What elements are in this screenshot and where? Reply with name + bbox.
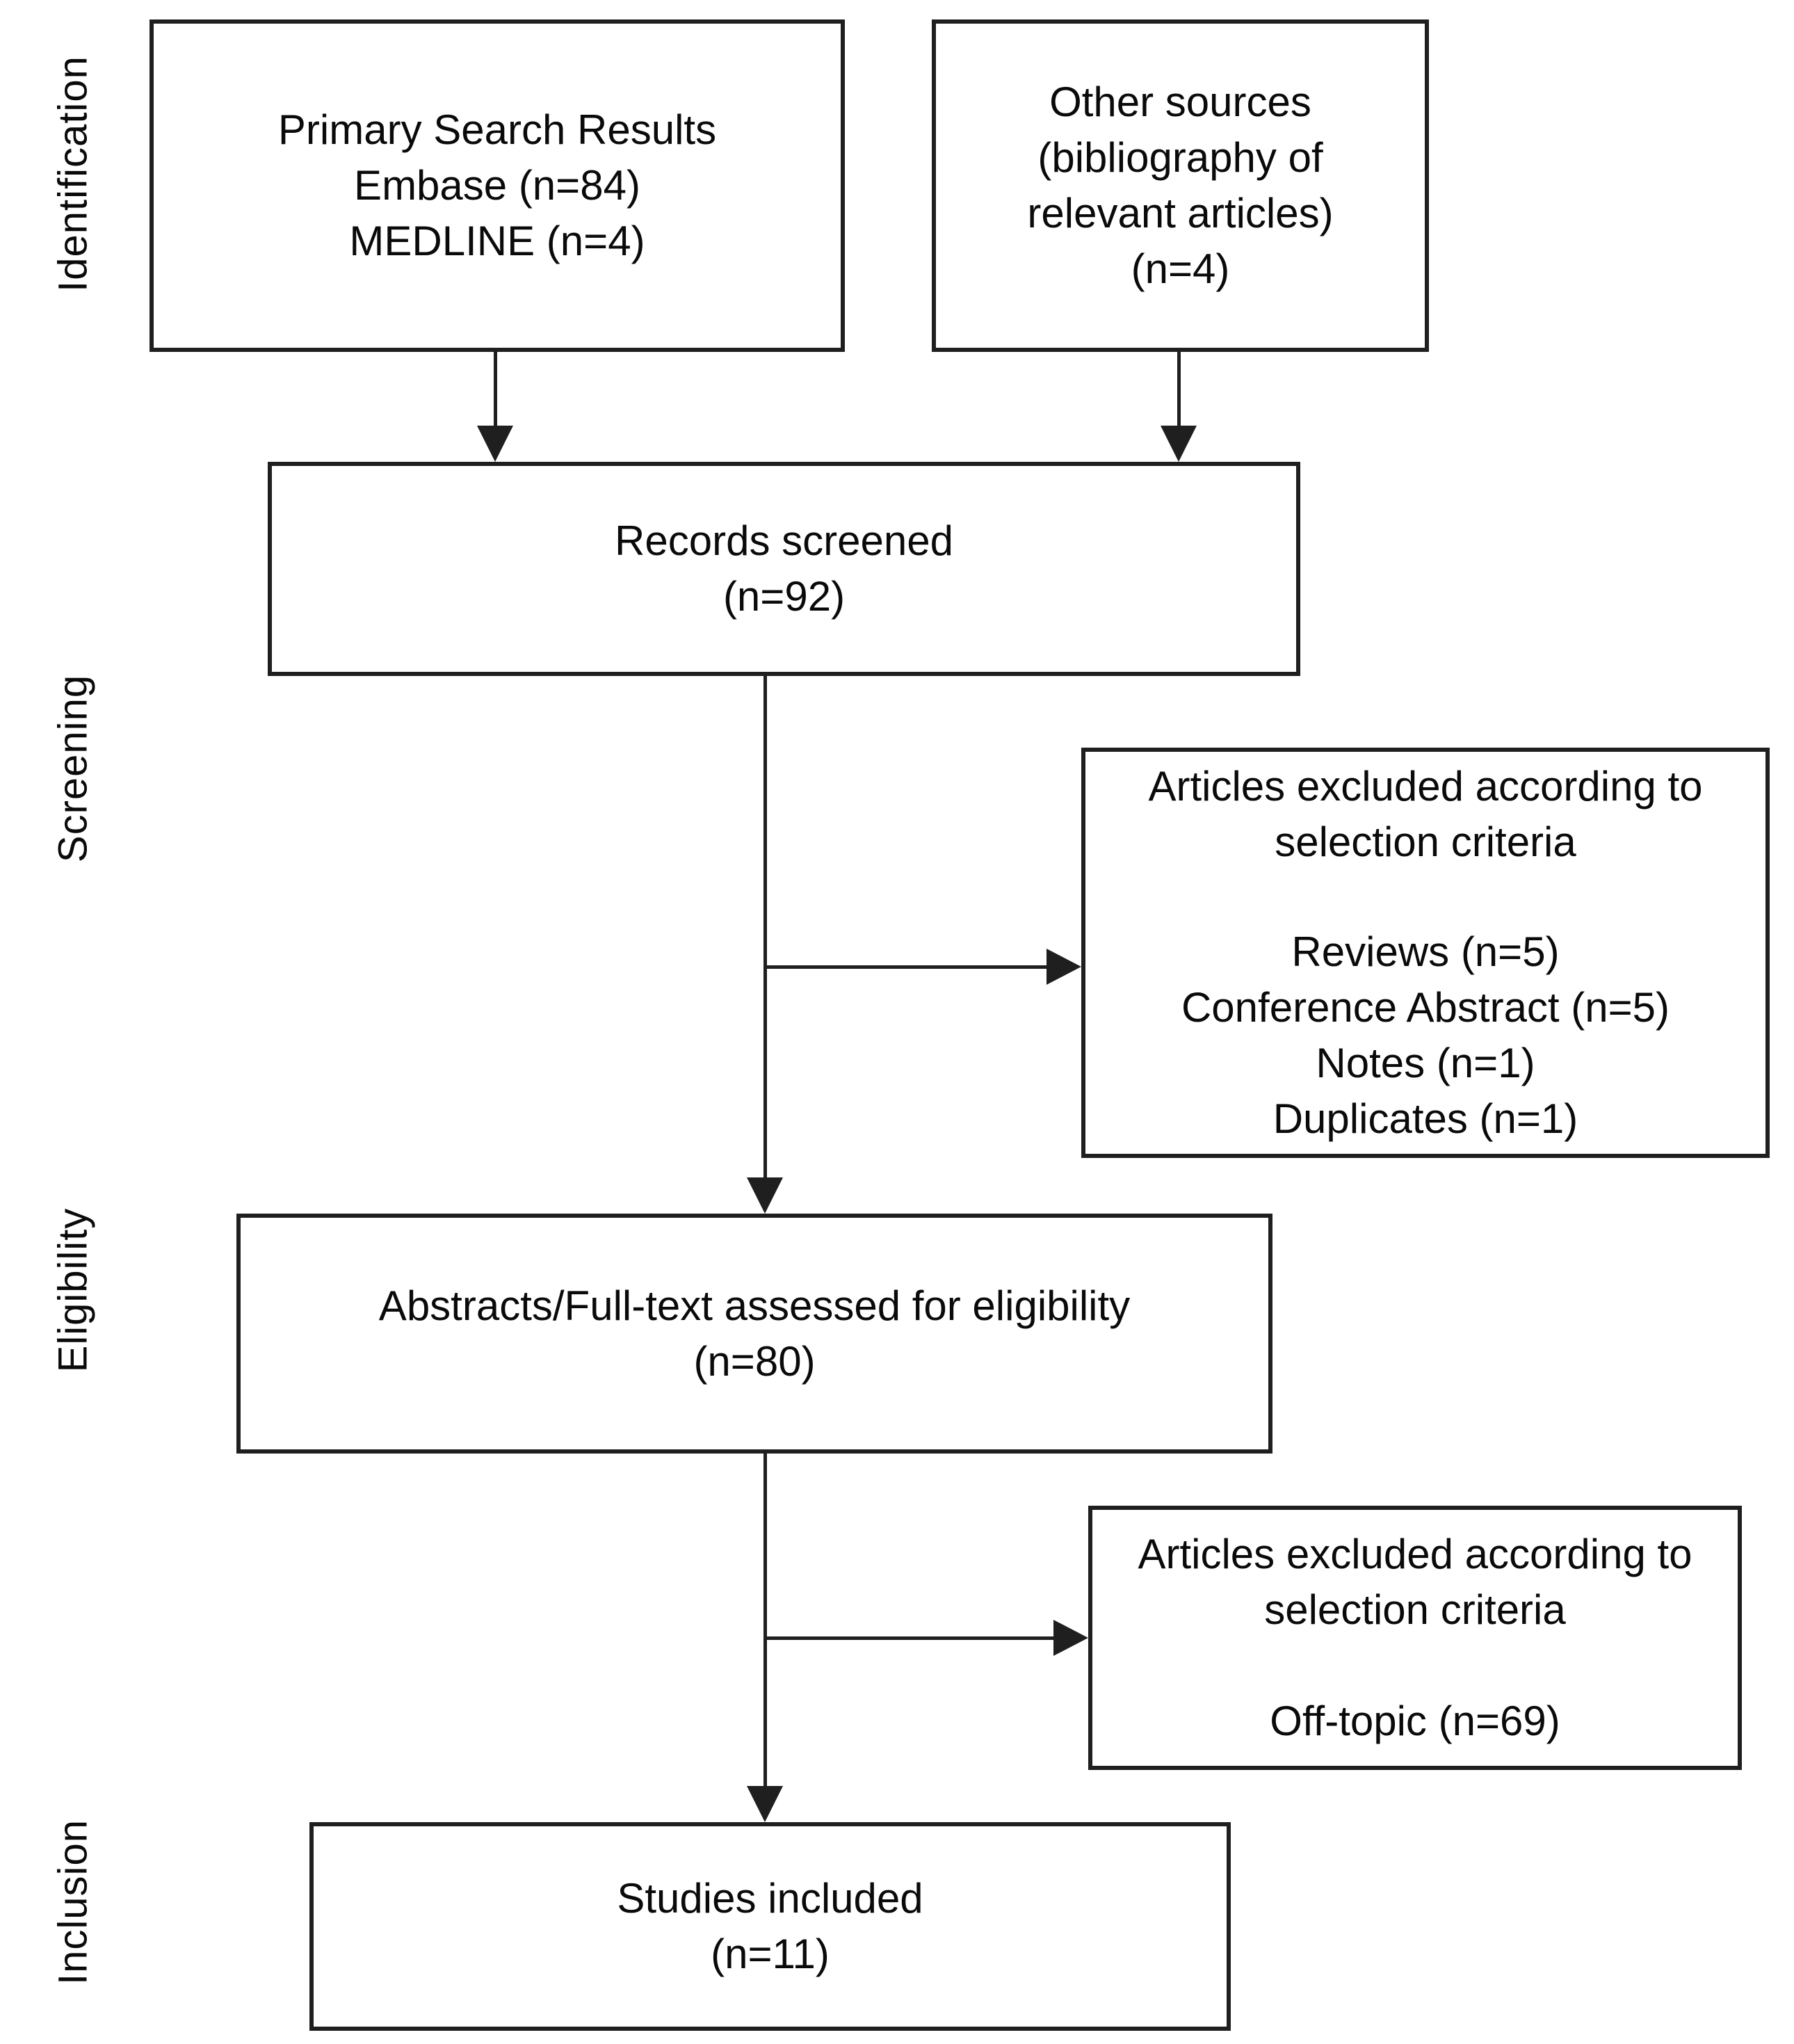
arrowhead-down-eligibility-to-included — [747, 1786, 783, 1822]
box-excluded-eligibility: Articles excluded according to selection… — [1088, 1506, 1742, 1770]
box-eligibility-assessment: Abstracts/Full-text assessed for eligibi… — [236, 1214, 1272, 1454]
box-text-line: selection criteria — [1275, 819, 1576, 865]
box-text-line: (bibliography of — [1037, 134, 1323, 181]
stage-label-identification: Identification — [50, 56, 96, 292]
arrowhead-down-records-to-eligibility — [747, 1177, 783, 1214]
stage-label-screening: Screening — [50, 674, 96, 863]
box-text-line: Records screened — [615, 517, 953, 564]
arrow-line-eligibility-to-included — [763, 1454, 767, 1787]
box-text-line: (n=4) — [1131, 246, 1230, 292]
box-studies-included: Studies included (n=11) — [309, 1822, 1231, 2031]
arrow-line-primary-to-records — [494, 352, 497, 427]
box-text-line: Duplicates (n=1) — [1272, 1095, 1578, 1142]
box-text-line: (n=11) — [711, 1931, 830, 1977]
stage-label-inclusion: Inclusion — [50, 1819, 96, 1985]
box-text-line: Articles excluded according to — [1138, 1531, 1692, 1577]
box-text-line: (n=92) — [722, 573, 846, 620]
box-text-line: MEDLINE (n=4) — [349, 218, 645, 264]
arrow-line-records-to-eligibility — [763, 676, 767, 1179]
box-text-line: Studies included — [617, 1875, 923, 1922]
box-text-line: Off-topic (n=69) — [1270, 1698, 1560, 1744]
arrowhead-down-primary-to-records — [477, 426, 513, 462]
box-other-sources: Other sources (bibliography of relevant … — [932, 19, 1429, 352]
arrowhead-down-other-to-records — [1161, 426, 1197, 462]
stage-label-eligibility: Eligibility — [50, 1207, 96, 1373]
box-text-line: Reviews (n=5) — [1291, 928, 1560, 975]
box-text-line: Primary Search Results — [277, 106, 717, 153]
arrow-line-branch-screening-exclusion — [763, 965, 1048, 969]
box-text-line: relevant articles) — [1027, 190, 1334, 236]
box-text-line: Abstracts/Full-text assessed for eligibi… — [378, 1282, 1131, 1329]
box-text-line: Notes (n=1) — [1316, 1040, 1535, 1086]
box-text-line: Other sources — [1049, 79, 1311, 125]
box-text-line: Embase (n=84) — [354, 162, 640, 209]
box-text-line: Articles excluded according to — [1148, 763, 1703, 810]
box-records-screened: Records screened (n=92) — [268, 462, 1300, 676]
box-primary-search-results: Primary Search Results Embase (n=84) MED… — [150, 19, 845, 352]
arrowhead-right-eligibility-exclusion — [1053, 1620, 1088, 1656]
box-text-line: Conference Abstract (n=5) — [1181, 984, 1670, 1031]
arrow-line-other-to-records — [1177, 352, 1181, 427]
box-text-line: selection criteria — [1264, 1586, 1566, 1633]
box-excluded-screening: Articles excluded according to selection… — [1081, 748, 1770, 1158]
arrow-line-branch-eligibility-exclusion — [763, 1636, 1055, 1640]
box-text-line: (n=80) — [693, 1337, 816, 1385]
arrowhead-right-screening-exclusion — [1046, 949, 1081, 985]
